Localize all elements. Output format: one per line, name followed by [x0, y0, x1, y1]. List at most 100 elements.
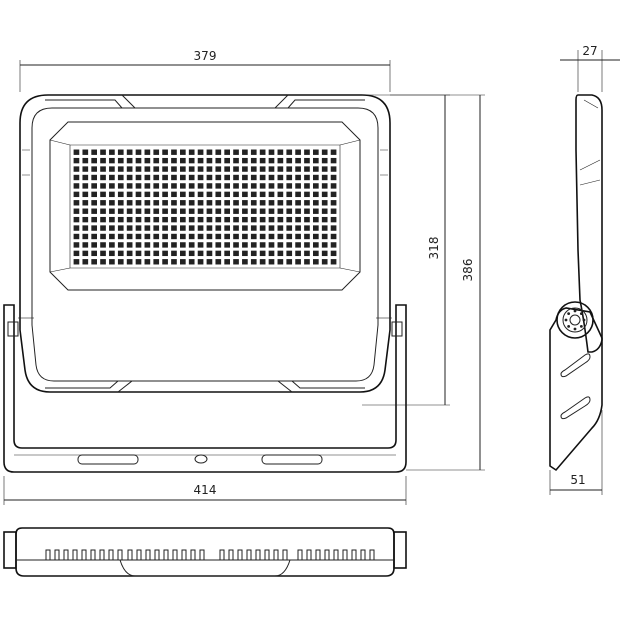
led-chip	[206, 157, 213, 164]
led-chip	[171, 166, 177, 172]
led-chip	[215, 191, 222, 198]
led-chip	[304, 225, 310, 231]
led-chip	[250, 250, 257, 257]
led-chip	[197, 200, 204, 206]
heatsink-fin	[342, 549, 348, 560]
led-chip	[259, 225, 266, 231]
bezel-corner-bl	[49, 267, 71, 273]
led-chip	[268, 183, 275, 189]
led-chip	[242, 259, 248, 265]
led-chip	[117, 174, 124, 181]
led-chip	[117, 208, 124, 214]
led-chip	[286, 216, 293, 223]
led-chip	[206, 259, 213, 265]
heatsink-fin	[90, 549, 96, 560]
led-chip	[153, 200, 160, 206]
led-chip	[286, 200, 293, 206]
led-chip	[153, 242, 160, 248]
led-chip	[91, 200, 97, 206]
led-chip	[171, 225, 177, 231]
led-chip	[295, 191, 301, 198]
led-chip	[135, 157, 142, 164]
led-chip	[180, 174, 186, 181]
side-slot-upper	[560, 353, 591, 378]
led-chip	[100, 225, 106, 231]
led-chip	[295, 233, 301, 240]
led-chip	[304, 208, 310, 214]
top-left-clip	[45, 99, 123, 109]
led-chip	[144, 216, 151, 223]
led-chip	[277, 250, 284, 257]
led-chip	[126, 157, 133, 164]
led-chip	[259, 191, 266, 198]
led-chip	[233, 191, 239, 198]
heatsink-fin	[172, 549, 178, 560]
led-chip	[180, 149, 186, 155]
led-chip	[233, 225, 239, 231]
heatsink-fin	[181, 549, 187, 560]
led-chip	[126, 250, 133, 257]
led-chip	[242, 191, 248, 198]
led-chip	[215, 250, 222, 257]
led-chip	[82, 149, 89, 155]
pivot-tooth	[567, 312, 571, 316]
led-chip	[259, 183, 266, 189]
led-chip	[313, 250, 319, 257]
led-chip	[233, 250, 239, 257]
pivot-tooth	[567, 324, 571, 328]
led-chip	[153, 191, 160, 198]
led-chip	[304, 166, 310, 172]
led-chip	[224, 216, 230, 223]
led-chip	[215, 200, 222, 206]
led-chip	[250, 233, 257, 240]
dim-379-label: 379	[194, 49, 217, 63]
heatsink-fin	[228, 549, 234, 560]
led-chip	[197, 208, 204, 214]
led-chip	[109, 233, 115, 240]
led-chip	[321, 216, 328, 223]
heatsink-fin	[246, 549, 252, 560]
led-chip	[259, 174, 266, 181]
led-chip	[330, 216, 337, 223]
led-chip	[126, 200, 133, 206]
led-chip	[197, 191, 204, 198]
led-chip	[295, 183, 301, 189]
led-chip	[171, 208, 177, 214]
led-chip	[206, 250, 213, 257]
led-chip	[100, 216, 106, 223]
led-chip	[242, 216, 248, 223]
led-chip	[162, 225, 168, 231]
led-chip	[153, 157, 160, 164]
led-chip	[126, 183, 133, 189]
led-chip	[91, 250, 97, 257]
led-chip	[91, 216, 97, 223]
led-chip	[277, 225, 284, 231]
heatsink-fin	[63, 549, 69, 560]
led-chip	[330, 250, 337, 257]
led-chip	[109, 208, 115, 214]
led-chip	[215, 208, 222, 214]
led-chip	[73, 250, 80, 257]
led-chip	[215, 149, 222, 155]
led-chip	[215, 259, 222, 265]
led-chip	[250, 157, 257, 164]
led-chip	[117, 233, 124, 240]
bottom-right-cap	[393, 531, 407, 569]
led-chip	[304, 149, 310, 155]
led-chip	[313, 183, 319, 189]
bottom-left-cap	[3, 531, 17, 569]
led-chip	[126, 225, 133, 231]
led-chip	[321, 157, 328, 164]
led-chip	[135, 225, 142, 231]
led-chip	[330, 242, 337, 248]
bottom-right-clip	[291, 380, 365, 389]
led-chip	[171, 259, 177, 265]
led-chip	[250, 259, 257, 265]
side-housing	[575, 94, 603, 353]
led-chip	[73, 225, 80, 231]
led-chip	[206, 149, 213, 155]
led-chip	[135, 233, 142, 240]
led-chip	[188, 149, 195, 155]
led-chip	[126, 208, 133, 214]
